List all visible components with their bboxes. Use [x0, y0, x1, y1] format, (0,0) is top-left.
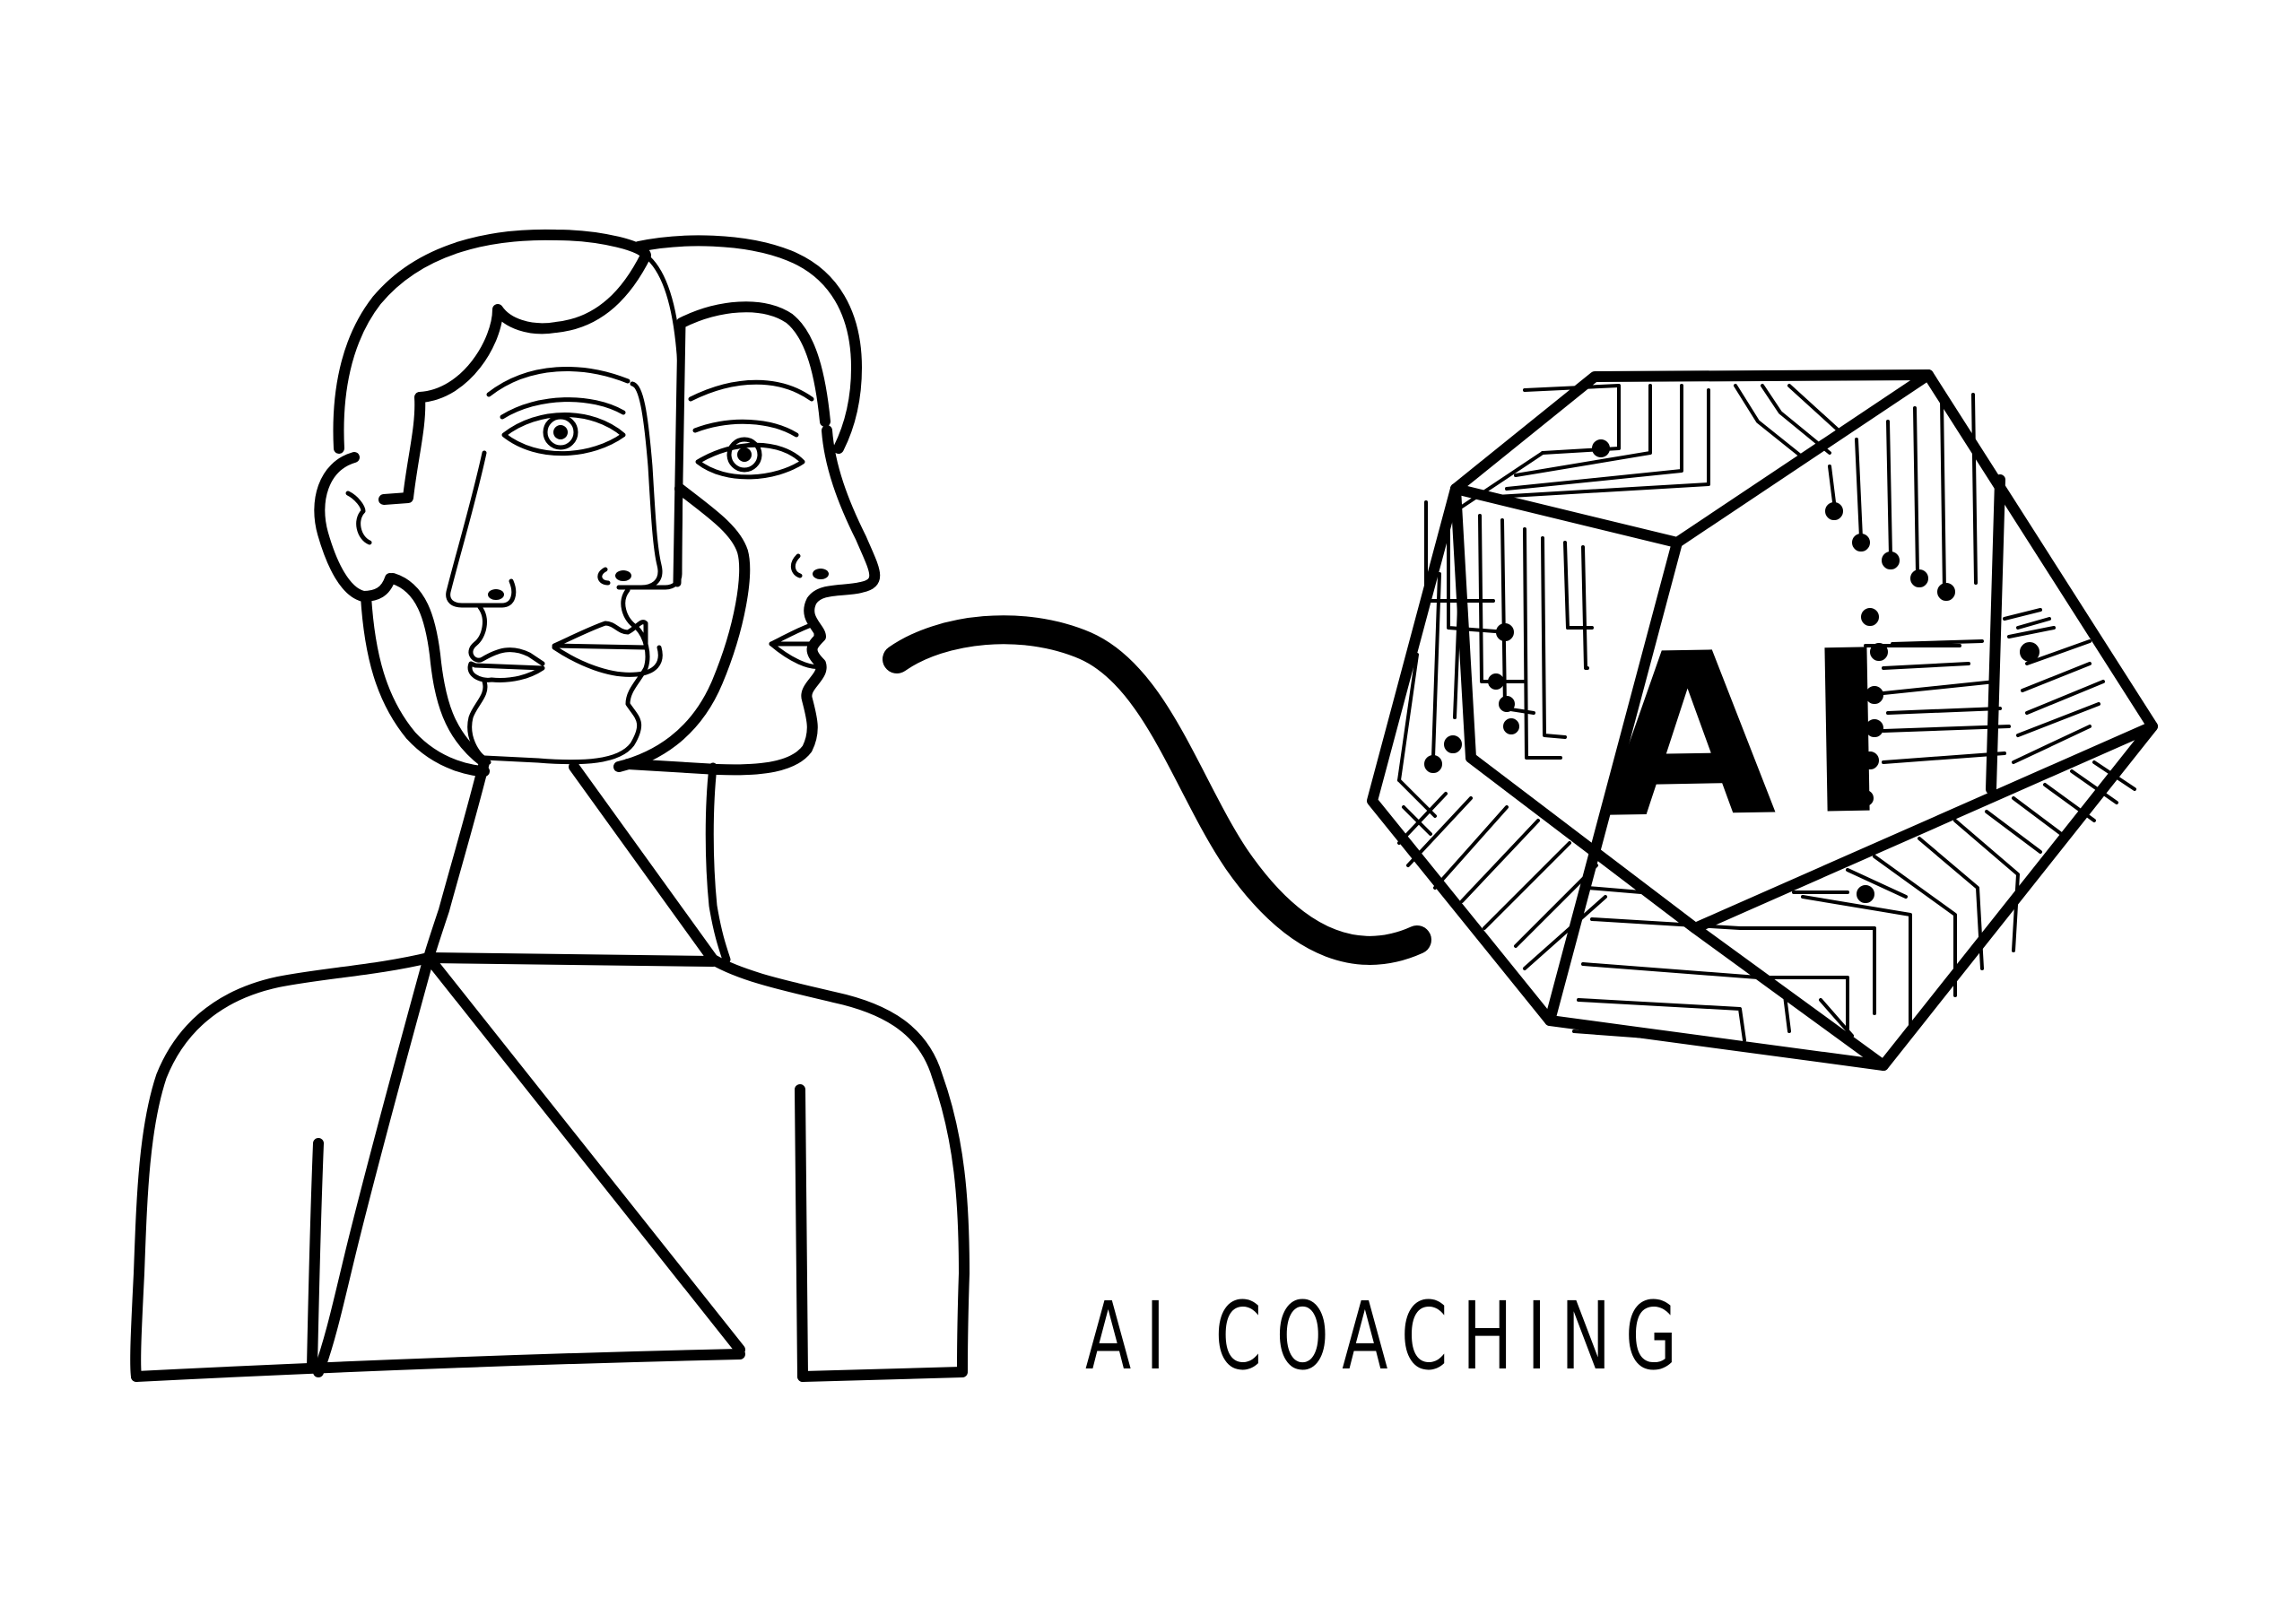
- back-head: [613, 235, 881, 964]
- ai-emblem: AI: [1367, 369, 2158, 1071]
- torso: [130, 757, 970, 1382]
- connector-wave: [883, 615, 1431, 965]
- front-head: [314, 229, 683, 777]
- caption-title: AI COACHING: [1085, 1281, 1692, 1391]
- emblem-ai-label: AI: [1599, 602, 1922, 868]
- circuit-traces-icon: [1397, 384, 2136, 1042]
- person-figure: [130, 229, 970, 1382]
- hexagon-outline: [1367, 369, 2158, 1071]
